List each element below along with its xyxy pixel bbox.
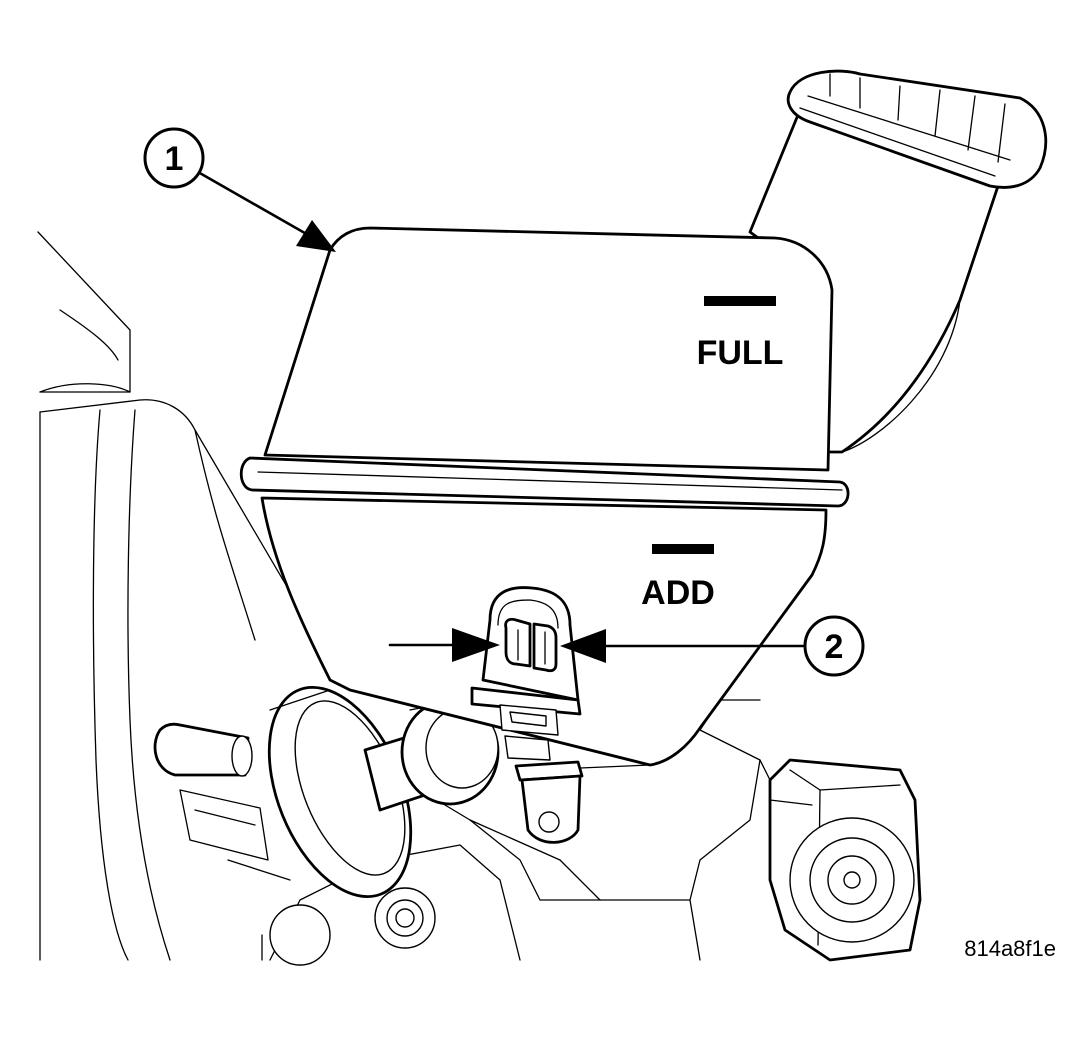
left-outlet-port: [153, 685, 413, 899]
master-cylinder-body: [261, 689, 761, 966]
callout-1-circle: [143, 127, 205, 189]
callout-2-right-arrowhead: [560, 629, 606, 663]
full-level-label: FULL: [697, 334, 784, 372]
reservoir-cap: [786, 69, 1048, 189]
callout-1: 1: [143, 127, 336, 252]
callout-2-circle: [803, 615, 865, 677]
reservoir-filler-neck: [748, 108, 1002, 454]
fluid-reservoir: [239, 226, 850, 767]
right-outlet-fitting: [759, 758, 922, 962]
callout-2: 2: [388, 615, 865, 677]
callout-2-left-arrowhead: [452, 628, 500, 662]
add-level-mark: ADD: [641, 544, 715, 612]
callout-2-number: 2: [825, 628, 844, 666]
full-level-mark: FULL: [697, 296, 784, 372]
add-level-label: ADD: [641, 574, 715, 612]
sensor-clip: [470, 586, 651, 844]
callout-1-arrowhead: [296, 220, 336, 252]
callout-1-number: 1: [165, 140, 184, 178]
figure-code: 814a8f1e: [964, 936, 1056, 961]
brake-booster-outline: [37, 231, 331, 961]
